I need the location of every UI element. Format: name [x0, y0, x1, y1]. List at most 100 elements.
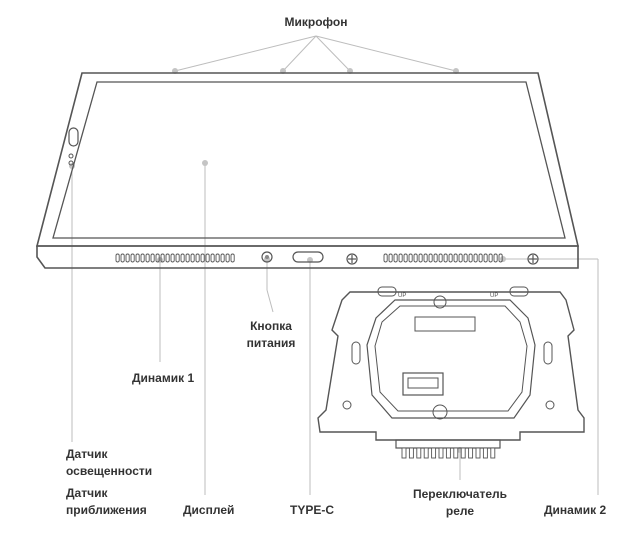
- grille-slot: [190, 253, 195, 263]
- plate-ear-right: [509, 286, 529, 297]
- grille-slot: [388, 253, 393, 263]
- up-mark-left: UP: [398, 293, 406, 299]
- heatsink-fin: [453, 447, 459, 459]
- grille-slot: [488, 253, 493, 263]
- grille-slot: [433, 253, 438, 263]
- heatsink-fin: [431, 447, 437, 459]
- microphone-label: Микрофон: [284, 15, 348, 29]
- grille-slot: [413, 253, 418, 263]
- screw-icon: [346, 253, 358, 265]
- grille-slot: [215, 253, 220, 263]
- heatsink-fin: [438, 447, 444, 459]
- plate-top-hole: [433, 295, 447, 309]
- grille-slot: [493, 253, 498, 263]
- relay-connector: [402, 372, 444, 396]
- power-button-center: [265, 255, 269, 259]
- mounting-plate: UP UP: [317, 286, 585, 459]
- heatsink-fin: [408, 447, 414, 459]
- grille-slot: [170, 253, 175, 263]
- plate-slot-right: [543, 341, 553, 365]
- grille-slot: [185, 253, 190, 263]
- grille-slot: [418, 253, 423, 263]
- grille-slot: [443, 253, 448, 263]
- mic-line-2: [282, 35, 317, 72]
- plate-screw-hole-right: [545, 400, 555, 410]
- grille-slot: [180, 253, 185, 263]
- plate-ear-left: [377, 286, 397, 297]
- grille-slot: [150, 253, 155, 263]
- light-sensor-icon-2: [68, 160, 74, 166]
- grille-slot: [135, 253, 140, 263]
- display-dot: [202, 160, 208, 166]
- grille-slot: [160, 253, 165, 263]
- grille-slot: [453, 253, 458, 263]
- plate-screw-hole-left: [342, 400, 352, 410]
- type-c-label: TYPE-C: [290, 503, 335, 517]
- plate-slot-left: [351, 341, 361, 365]
- panel-device: [35, 72, 580, 269]
- mic-line-1: [174, 35, 317, 72]
- grille-slot: [175, 253, 180, 263]
- heatsink-fin: [468, 447, 474, 459]
- grille-slot: [478, 253, 483, 263]
- relay-switch-label-line2: реле: [445, 504, 475, 518]
- speaker2-label: Динамик 2: [544, 503, 607, 517]
- power-button-label-line2: питания: [246, 336, 296, 350]
- grille-slot: [403, 253, 408, 263]
- grille-slot: [428, 253, 433, 263]
- grille-slot: [398, 253, 403, 263]
- grille-slot: [125, 253, 130, 263]
- grille-slot: [483, 253, 488, 263]
- light-sensor-label: Датчик освещенности: [66, 446, 152, 480]
- grille-slot: [463, 253, 468, 263]
- grille-slot: [155, 253, 160, 263]
- up-mark-right: UP: [490, 293, 498, 299]
- heatsink-fin: [475, 447, 481, 459]
- grille-slot: [473, 253, 478, 263]
- grille-slot: [458, 253, 463, 263]
- speaker1-label: Динамик 1: [132, 371, 195, 385]
- relay-body: [395, 439, 501, 449]
- grille-slot: [383, 253, 388, 263]
- power-line-d: [266, 289, 274, 313]
- light-sensor-label-line1: Датчик: [66, 447, 108, 461]
- speaker1-grille: [115, 253, 235, 263]
- panel-top-face: [35, 72, 580, 247]
- proximity-sensor-label-line2: приближения: [66, 503, 147, 517]
- relay-heatsink-fins: [401, 447, 496, 459]
- grille-slot: [230, 253, 235, 263]
- grille-slot: [423, 253, 428, 263]
- proximity-sensor-icon: [68, 127, 79, 147]
- proximity-sensor-label: Датчик приближения: [66, 485, 147, 519]
- heatsink-fin: [460, 447, 466, 459]
- display-label: Дисплей: [183, 503, 235, 517]
- plate-outline: [317, 291, 585, 441]
- type-c-port-icon: [292, 251, 324, 263]
- heatsink-fin: [401, 447, 407, 459]
- grille-slot: [195, 253, 200, 263]
- proximity-sensor-label-line1: Датчик: [66, 486, 108, 500]
- grille-slot: [468, 253, 473, 263]
- plate-inner-ring: [366, 299, 536, 419]
- power-button-label: Кнопка питания: [236, 318, 306, 352]
- light-sensor-label-line2: освещенности: [66, 464, 153, 478]
- grille-slot: [115, 253, 120, 263]
- grille-slot: [205, 253, 210, 263]
- plate-bottom-hole: [432, 404, 448, 420]
- heatsink-fin: [445, 447, 451, 459]
- grille-slot: [165, 253, 170, 263]
- grille-slot: [448, 253, 453, 263]
- plate-inner-ring-2: [374, 305, 528, 412]
- power-button-label-line1: Кнопка: [250, 319, 292, 333]
- grille-slot: [408, 253, 413, 263]
- display-screen: [52, 81, 566, 239]
- grille-slot: [140, 253, 145, 263]
- speaker2-grille: [383, 253, 503, 263]
- relay-connector-pins: [407, 377, 439, 389]
- grille-slot: [438, 253, 443, 263]
- grille-slot: [393, 253, 398, 263]
- heatsink-fin: [423, 447, 429, 459]
- grille-slot: [130, 253, 135, 263]
- callout-lines: [71, 35, 599, 495]
